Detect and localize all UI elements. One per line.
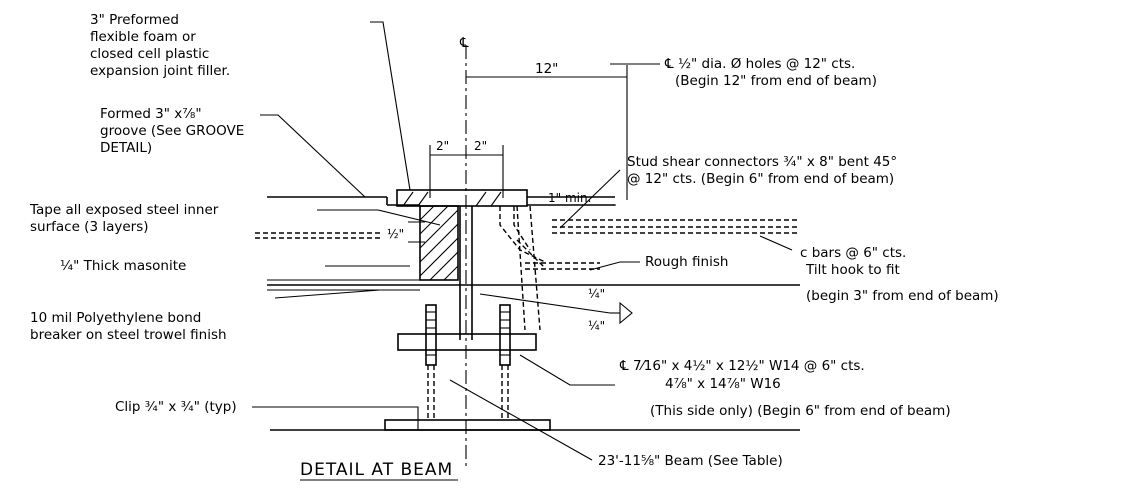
dim-right-half: 2" [474, 139, 487, 153]
note-groove-2: groove (See GROOVE [100, 123, 244, 139]
note-poly-2: breaker on steel trowel finish [30, 327, 227, 343]
note-cbars-2: Tilt hook to fit [805, 262, 900, 278]
note-preformed-1: 3" Preformed [90, 12, 179, 28]
weld-size-top: ¼" [588, 287, 605, 301]
note-holes-1: ℄ ½" dia. Ø holes @ 12" cts. [664, 56, 855, 72]
dim-one-min: 1" min. [548, 191, 591, 205]
weld-size-bottom: ¼" [588, 319, 605, 333]
note-groove-3: DETAIL) [100, 140, 152, 156]
note-side-only: (This side only) (Begin 6" from end of b… [650, 403, 951, 419]
note-plate-1: ℄ 7⁄16" x 4½" x 12½" W14 @ 6" cts. [619, 358, 865, 374]
note-tape-2: surface (3 layers) [30, 219, 149, 235]
drawing-geometry [252, 21, 800, 470]
note-preformed-3: closed cell plastic [90, 46, 209, 62]
drawing-title: DETAIL AT BEAM [300, 460, 453, 480]
note-preformed-2: flexible foam or [90, 29, 196, 45]
leader-lines [252, 21, 793, 461]
note-cbars-1: c bars @ 6" cts. [800, 245, 906, 261]
note-stud-2: @ 12" cts. (Begin 6" from end of beam) [627, 171, 894, 187]
masonite-hatching [419, 205, 459, 281]
note-holes-2: (Begin 12" from end of beam) [675, 73, 877, 89]
flange-hatching [402, 191, 502, 207]
note-poly-1: 10 mil Polyethylene bond [30, 310, 201, 326]
note-rough-finish: Rough finish [645, 254, 728, 270]
note-cbars-3: (begin 3" from end of beam) [806, 288, 999, 304]
note-tape-1: Tape all exposed steel inner [29, 202, 219, 218]
dim-half-inch: ½" [387, 227, 404, 241]
shear-studs [499, 205, 546, 331]
note-beam: 23'-11⅝" Beam (See Table) [598, 453, 783, 469]
dim-top-span: 12" [535, 61, 558, 77]
note-masonite: ¼" Thick masonite [60, 258, 186, 274]
anchor-bolts [425, 304, 511, 420]
centerline-label: ℄ [459, 35, 469, 51]
note-stud-1: Stud shear connectors ¾" x 8" bent 45° [627, 154, 897, 170]
note-groove-1: Formed 3" x⅞" [100, 106, 202, 122]
note-plate-2: 4⅞" x 14⅞" W16 [665, 376, 781, 392]
note-preformed-4: expansion joint filler. [90, 63, 230, 79]
c-bars [255, 219, 800, 270]
note-clip: Clip ¾" x ¾" (typ) [115, 399, 237, 415]
dim-left-half: 2" [436, 139, 449, 153]
